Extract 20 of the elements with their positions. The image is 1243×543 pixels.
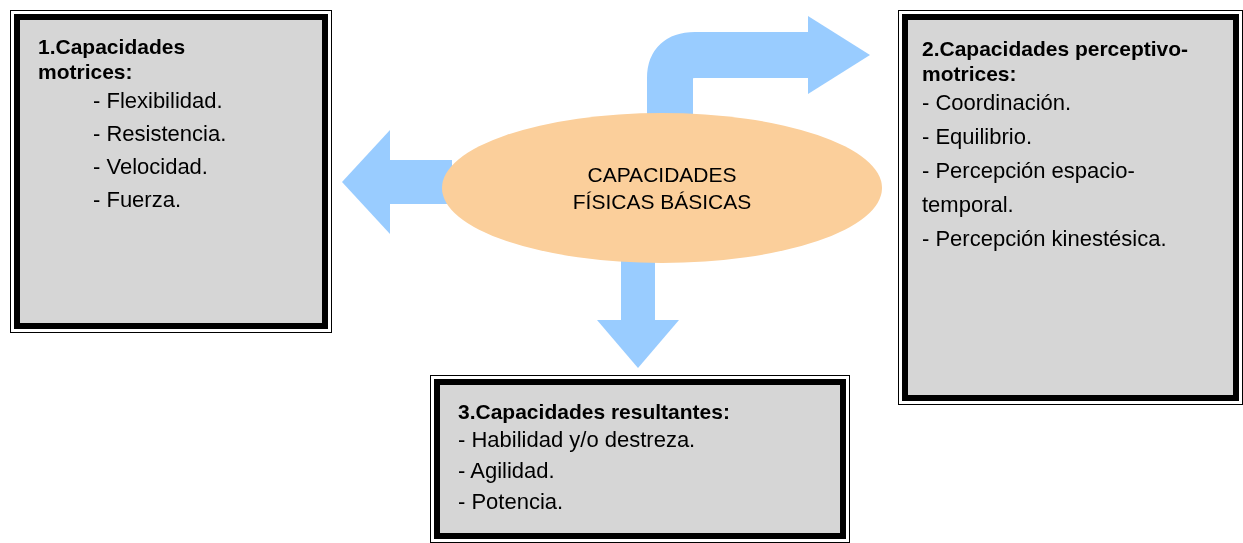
list-item: - Coordinación. <box>922 89 1073 117</box>
list-item: - Percepción espacio-temporal. <box>922 157 1136 219</box>
box-heading: 1.Capacidades motrices: <box>38 34 187 84</box>
list-item: - Equilibrio. <box>922 123 1034 151</box>
list-item: - Flexibilidad. <box>92 87 224 115</box>
category-box <box>10 10 332 333</box>
list-item: - Agilidad. <box>458 457 556 485</box>
block-arrow <box>342 130 452 234</box>
list-item: - Percepción kinestésica. <box>922 225 1168 253</box>
list-item: - Fuerza. <box>92 186 183 214</box>
list-item: - Velocidad. <box>92 153 209 181</box>
box-heading: 3.Capacidades resultantes: <box>458 399 731 424</box>
node-label: CAPACIDADES FÍSICAS BÁSICAS <box>571 162 753 215</box>
box-heading: 2.Capacidades perceptivo-motrices: <box>922 36 1190 86</box>
list-item: - Resistencia. <box>92 120 228 148</box>
category-box <box>898 10 1243 405</box>
list-item: - Potencia. <box>458 488 565 516</box>
list-item: - Habilidad y/o destreza. <box>458 426 697 454</box>
category-box <box>430 375 850 543</box>
block-arrow <box>647 16 870 115</box>
